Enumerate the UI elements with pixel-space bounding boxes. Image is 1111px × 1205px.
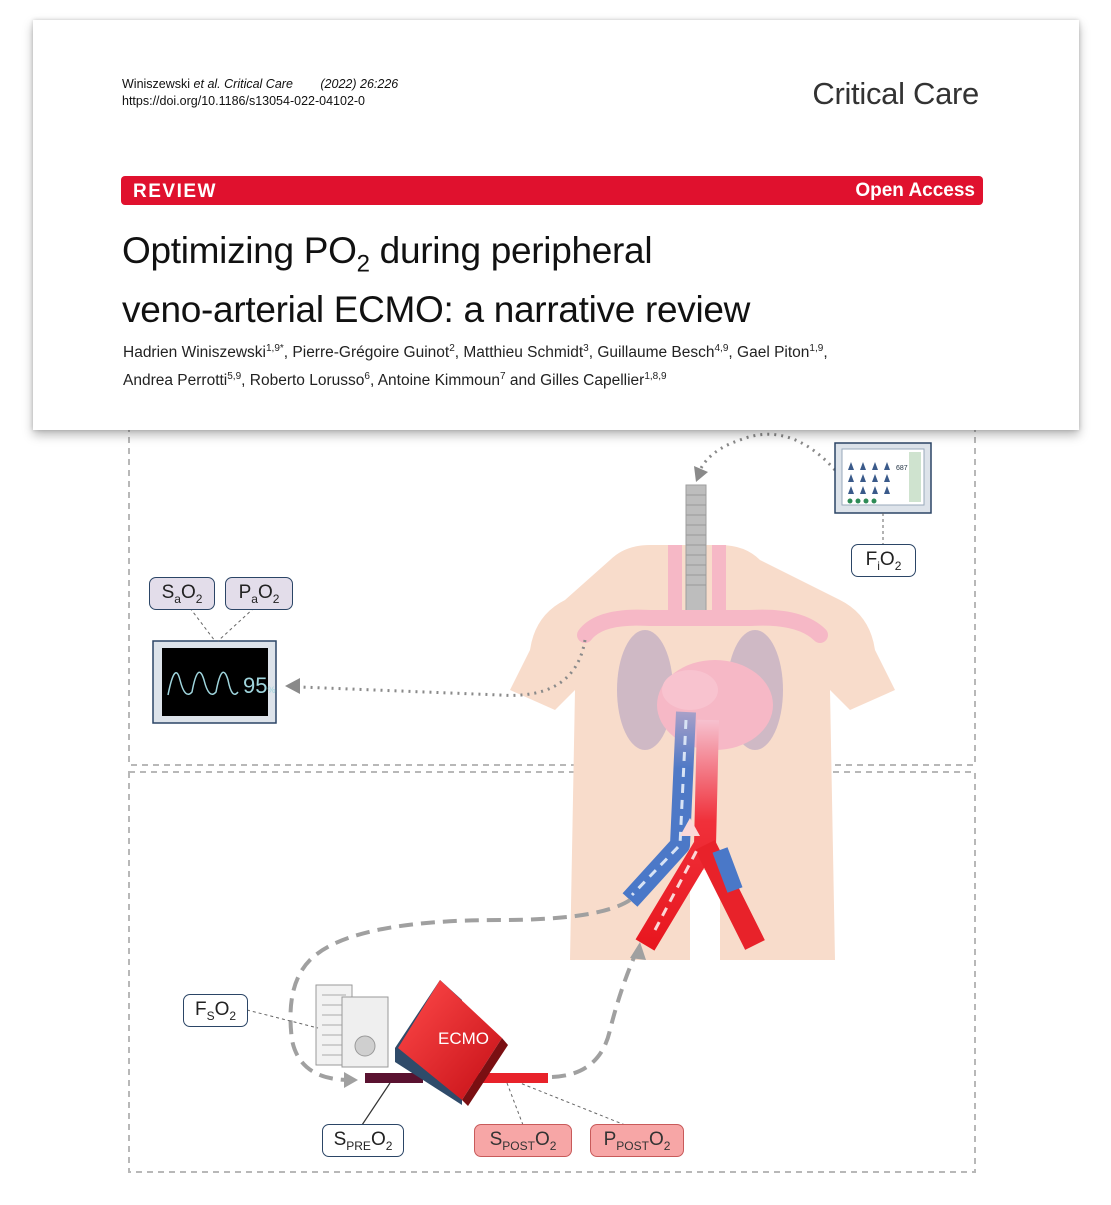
ventilator-value: 687 [896,465,908,472]
author: Guillaume Besch [597,344,715,362]
fio2-flow-arrow [698,432,837,472]
label-fio2: FiO2 [851,544,916,577]
citation-doi[interactable]: https://doi.org/10.1186/s13054-022-04102… [122,94,366,108]
citation: Winiszewski et al. Critical Care (2022) … [122,76,398,110]
open-access-badge: Open Access [855,180,975,201]
pre-oxygenator-line [365,1073,423,1083]
sao2-flow-arrow [299,639,587,697]
author: Gilles Capellier [540,372,645,390]
paper-header-card: Winiszewski et al. Critical Care (2022) … [33,20,1079,430]
label-spreo2: SPREO2 [322,1124,404,1157]
citation-etal: et al. [193,77,221,91]
ecmo-drainage-tubing [288,898,632,1082]
ecmo-label: ECMO [438,1029,489,1048]
article-type-banner: REVIEW Open Access [121,176,983,205]
journal-name: Critical Care [812,76,979,111]
ecmo-device-face [398,980,502,1100]
aortic-arch [577,609,828,643]
citation-year-volume: (2022) 26:226 [320,77,399,91]
author: Pierre-Grégoire Guinot [292,344,450,362]
author: Antoine Kimmoun [377,372,501,390]
citation-journal: Critical Care [224,77,293,91]
author: Roberto Lorusso [249,372,365,390]
label-sposto2: SPOSTO2 [474,1124,572,1157]
author-list: Hadrien Winiszewski1,9*, Pierre-Grégoire… [123,343,828,390]
panel-bottom [128,771,976,1173]
author: Hadrien Winiszewski [123,344,266,362]
monitor-readout: 95% [243,673,276,698]
pleth-waveform [167,671,239,696]
label-sao2: SaO2 [149,577,215,610]
label-fso2: FSO2 [183,994,248,1027]
post-oxygenator-line [470,1073,548,1083]
left-lung [617,630,673,750]
article-type: REVIEW [133,181,217,202]
author: Andrea Perrotti [123,372,228,390]
label-pao2: PaO2 [225,577,293,610]
ecmo-return-tubing [551,954,637,1079]
citation-author: Winiszewski [122,77,191,91]
author: Gael Piton [737,344,810,362]
label-pposto2: PPOSTO2 [590,1124,684,1157]
paper-title: Optimizing PO2 during peripheral veno-ar… [122,230,751,331]
author: Matthieu Schmidt [463,344,584,362]
